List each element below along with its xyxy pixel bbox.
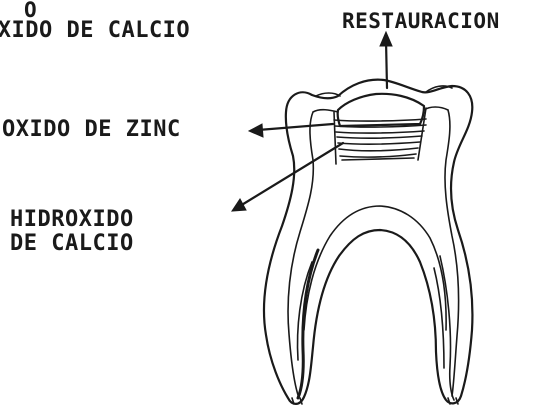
arrow-hidroxido-calcio [232, 143, 343, 211]
root-bifurcation [304, 206, 446, 330]
arrow-oxido-zinc [249, 124, 333, 137]
label-hidroxido-line1: HIDROXIDO [10, 209, 134, 231]
label-oxido-calcio: OXIDO DE CALCIO [0, 20, 190, 42]
zinc-oxide-layer [334, 119, 426, 138]
label-restauracion: RESTAURACION [342, 11, 500, 32]
tooth-outer-outline [264, 80, 472, 404]
calcium-hydroxide-layer [338, 142, 420, 160]
label-oxido-zinc: OXIDO DE ZINC [2, 119, 181, 141]
label-hidroxido-line2: DE CALCIO [10, 233, 134, 255]
